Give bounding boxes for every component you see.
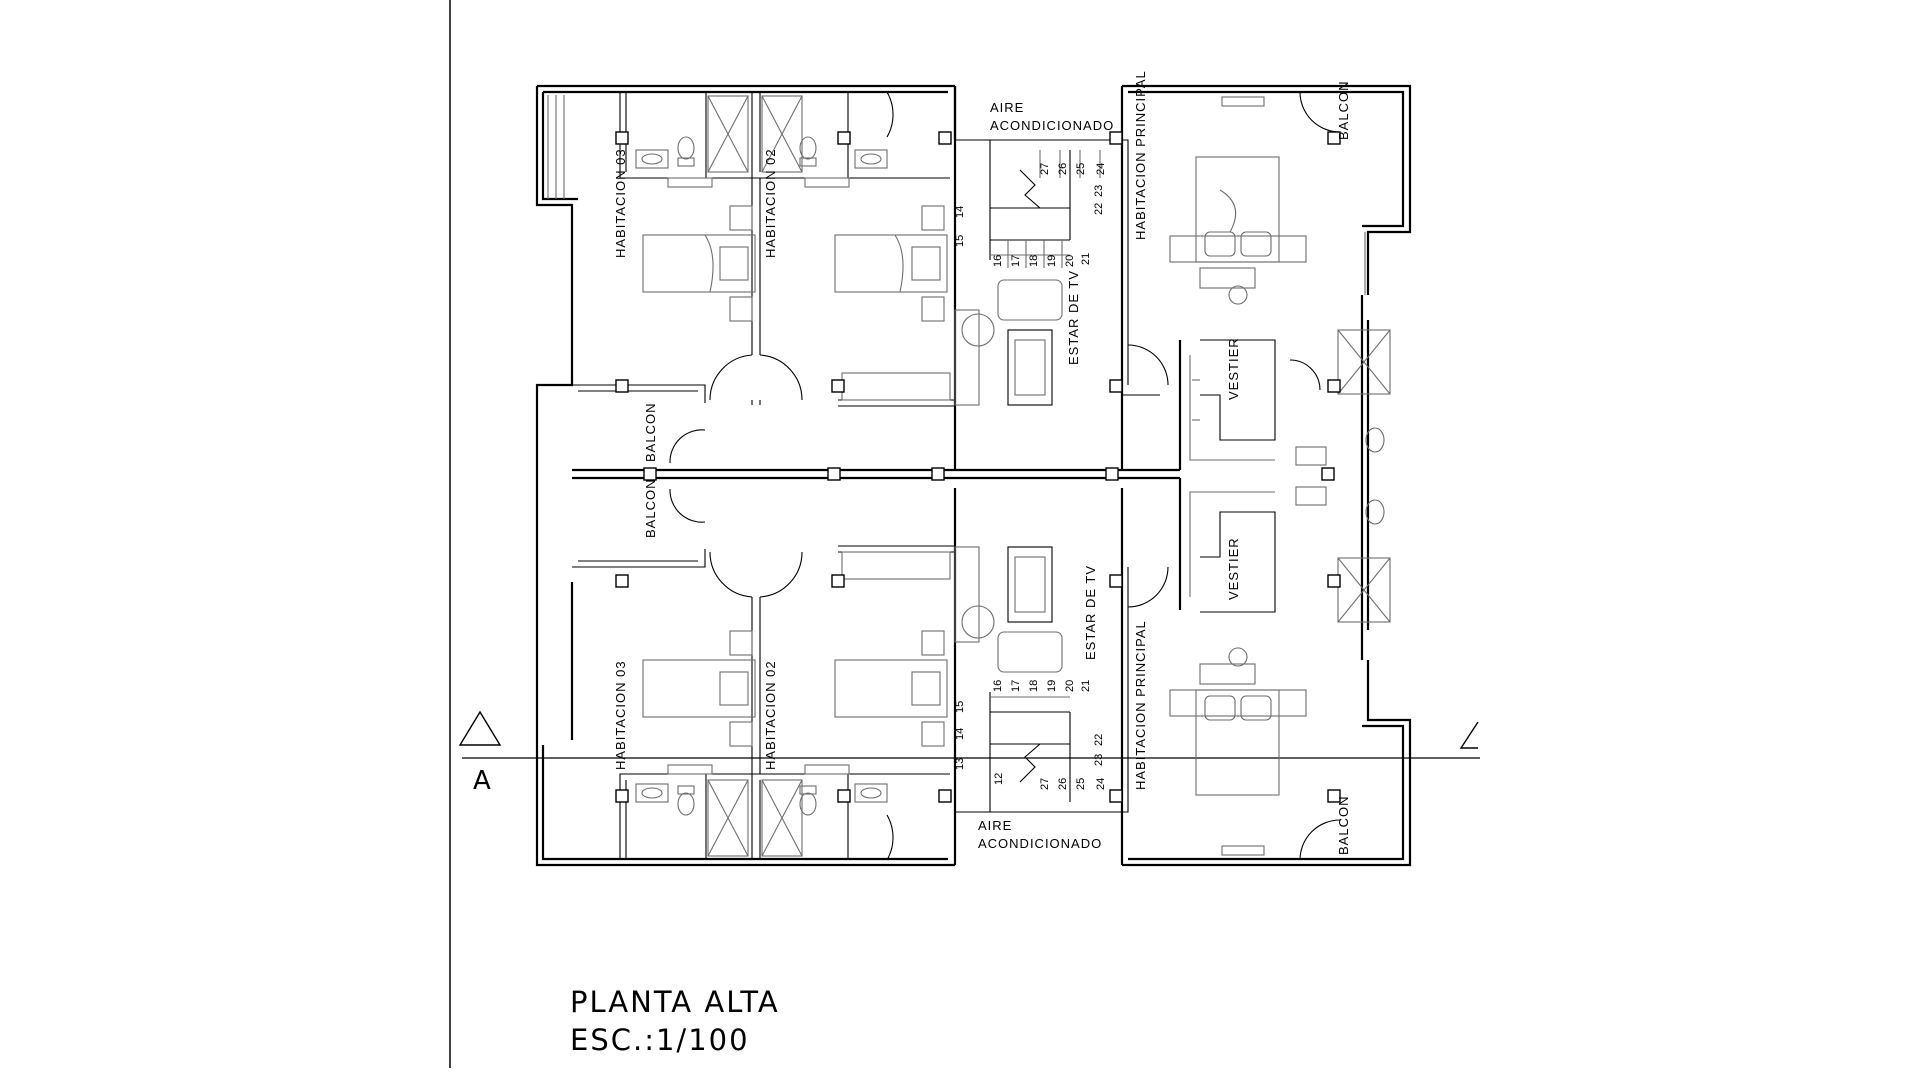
room-labels: HABITACION 03 HABITACION 02 HABITACION P… xyxy=(613,70,1351,855)
svg-text:17: 17 xyxy=(1010,255,1022,267)
svg-text:27: 27 xyxy=(1039,163,1051,175)
label-estar-tv-upper: ESTAR DE TV xyxy=(1066,270,1081,365)
section-label-left: A xyxy=(473,766,491,796)
label-aire-upper-2: ACONDICIONADO xyxy=(990,118,1114,133)
svg-text:15: 15 xyxy=(954,701,966,713)
svg-text:19: 19 xyxy=(1046,680,1058,692)
section-marker-left xyxy=(458,710,502,746)
svg-text:23: 23 xyxy=(1093,185,1105,197)
svg-text:22: 22 xyxy=(1093,203,1105,215)
structural-columns xyxy=(615,131,1341,803)
label-hab03-upper: HABITACION 03 xyxy=(613,148,628,258)
label-vestier-upper: VESTIER xyxy=(1226,337,1241,400)
svg-text:14: 14 xyxy=(954,206,966,218)
label-hab-principal-lower: HABITACION PRINCIPAL xyxy=(1133,620,1148,790)
svg-text:13: 13 xyxy=(954,758,966,770)
svg-text:17: 17 xyxy=(1010,680,1022,692)
label-balcon-upper-right: BALCON xyxy=(1336,81,1351,140)
svg-text:14: 14 xyxy=(954,728,966,740)
label-hab03-lower: HABITACION 03 xyxy=(613,660,628,770)
svg-text:12: 12 xyxy=(993,773,1005,785)
svg-text:23: 23 xyxy=(1093,754,1105,766)
label-aire-lower-2: ACONDICIONADO xyxy=(978,836,1102,851)
stair-lower-numbers: 16 17 18 19 20 21 15 14 13 12 27 26 25 2… xyxy=(954,680,1107,790)
svg-text:24: 24 xyxy=(1095,778,1107,790)
drawing-scale: ESC.:1/100 xyxy=(570,1023,750,1057)
svg-text:19: 19 xyxy=(1046,255,1058,267)
upper-unit-interior xyxy=(547,91,955,464)
svg-text:16: 16 xyxy=(992,255,1004,267)
drawing-title: PLANTA ALTA xyxy=(570,985,780,1019)
svg-text:21: 21 xyxy=(1080,253,1092,265)
label-balcon-upper-left: BALCON xyxy=(643,403,658,462)
svg-text:27: 27 xyxy=(1039,778,1051,790)
svg-text:25: 25 xyxy=(1075,163,1087,175)
svg-text:26: 26 xyxy=(1057,778,1069,790)
label-aire-upper-1: AIRE xyxy=(990,100,1024,115)
label-estar-tv-lower: ESTAR DE TV xyxy=(1083,565,1098,660)
label-balcon-lower-right: BALCON xyxy=(1336,796,1351,855)
label-vestier-lower: VESTIER xyxy=(1226,537,1241,600)
svg-text:20: 20 xyxy=(1064,255,1076,267)
svg-text:18: 18 xyxy=(1028,255,1040,267)
lower-unit-interior xyxy=(572,486,1391,861)
label-balcon-lower-left: BALCON xyxy=(643,479,658,538)
svg-text:26: 26 xyxy=(1057,163,1069,175)
svg-text:21: 21 xyxy=(1080,680,1092,692)
svg-text:20: 20 xyxy=(1064,680,1076,692)
label-hab02-lower: HABITACION 02 xyxy=(763,660,778,770)
svg-text:16: 16 xyxy=(992,680,1004,692)
label-hab-principal-upper: HABITACION PRINCIPAL xyxy=(1133,70,1148,240)
tv-lounge-upper xyxy=(954,279,1063,406)
svg-text:25: 25 xyxy=(1075,778,1087,790)
svg-text:24: 24 xyxy=(1095,163,1107,175)
svg-text:22: 22 xyxy=(1093,734,1105,746)
label-aire-lower-1: AIRE xyxy=(978,818,1012,833)
stair-upper: 27 26 25 24 23 22 14 15 16 17 18 19 20 2… xyxy=(954,139,1122,268)
outer-walls xyxy=(535,84,1412,867)
label-hab02-upper: HABITACION 02 xyxy=(763,148,778,258)
svg-text:18: 18 xyxy=(1028,680,1040,692)
section-marker-right xyxy=(1459,721,1479,749)
master-bedroom-upper xyxy=(1122,91,1391,466)
svg-text:15: 15 xyxy=(954,235,966,247)
